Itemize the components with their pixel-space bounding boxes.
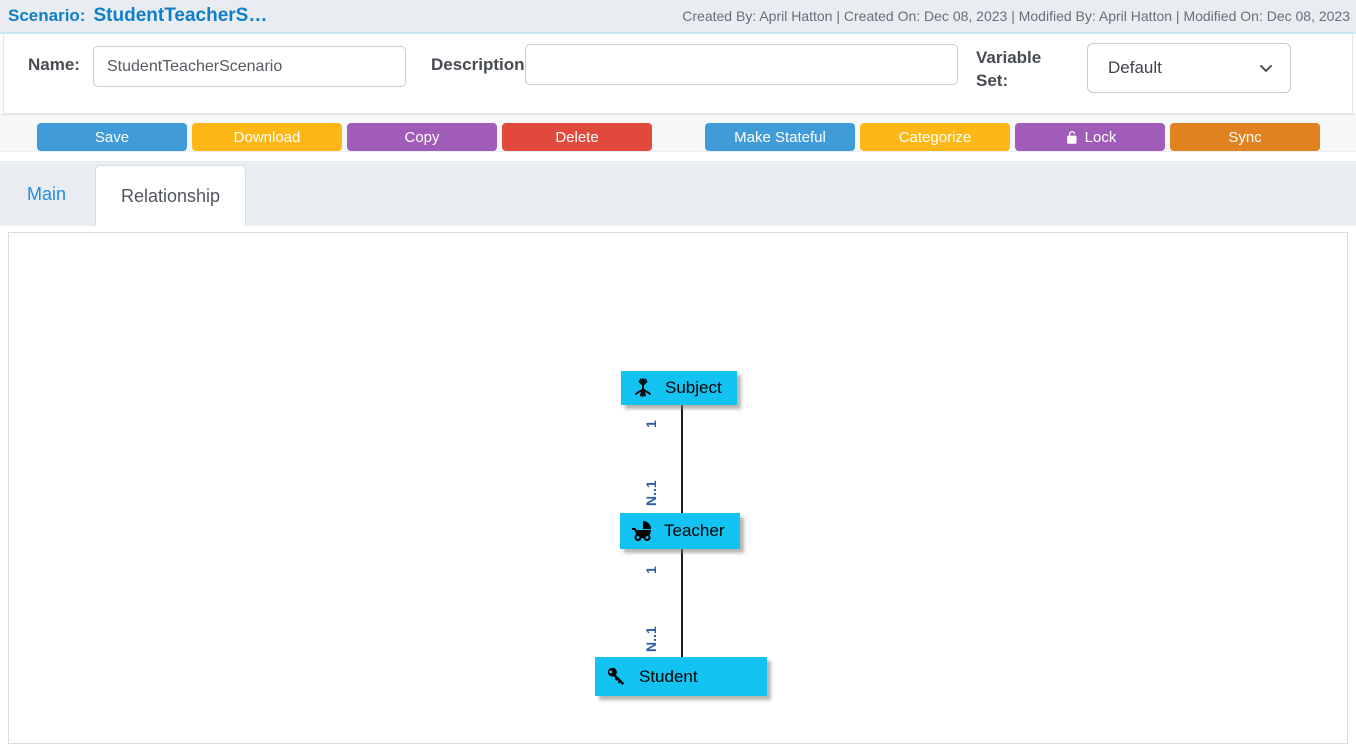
copy-button[interactable]: Copy bbox=[347, 123, 497, 151]
categorize-button[interactable]: Categorize bbox=[860, 123, 1010, 151]
tree-roots-icon bbox=[631, 376, 655, 400]
sync-button[interactable]: Sync bbox=[1170, 123, 1320, 151]
download-button[interactable]: Download bbox=[192, 123, 342, 151]
name-input[interactable] bbox=[93, 46, 406, 87]
node-subject[interactable]: Subject bbox=[621, 371, 737, 405]
download-button-label: Download bbox=[233, 128, 301, 146]
tab-relationship[interactable]: Relationship bbox=[95, 165, 246, 226]
node-label: Teacher bbox=[664, 521, 725, 540]
delete-button[interactable]: Delete bbox=[502, 123, 652, 151]
scenario-form: Name: Description: Variable Set: Default bbox=[3, 34, 1353, 114]
edge-subject-teacher bbox=[681, 404, 683, 514]
variable-set-value: Default bbox=[1108, 58, 1162, 77]
delete-button-label: Delete bbox=[555, 128, 599, 146]
unlock-icon bbox=[1064, 130, 1079, 145]
action-toolbar: Save Download Copy Delete Make Stateful … bbox=[0, 114, 1356, 152]
node-teacher[interactable]: Teacher bbox=[620, 513, 740, 549]
scenario-label: Scenario: bbox=[8, 6, 86, 25]
tab-main[interactable]: Main bbox=[27, 184, 67, 204]
sync-button-label: Sync bbox=[1228, 128, 1262, 146]
scenario-name: StudentTeacherS… bbox=[93, 5, 268, 26]
node-student[interactable]: Student bbox=[595, 657, 767, 696]
edge-cardinality-label: 1 bbox=[643, 420, 659, 428]
categorize-button-label: Categorize bbox=[898, 128, 972, 146]
edge-cardinality-label: N..1 bbox=[643, 480, 659, 506]
lock-button[interactable]: Lock bbox=[1015, 123, 1165, 151]
edge-teacher-student bbox=[681, 548, 683, 658]
tab-bar: Main Relationship bbox=[0, 161, 1356, 226]
stroller-icon bbox=[630, 519, 654, 543]
description-input[interactable] bbox=[525, 44, 958, 85]
spacer bbox=[0, 152, 1356, 161]
save-button-label: Save bbox=[94, 128, 130, 146]
tab-relationship-label: Relationship bbox=[120, 185, 221, 206]
copy-button-label: Copy bbox=[404, 128, 440, 146]
make-stateful-button[interactable]: Make Stateful bbox=[705, 123, 855, 151]
variable-set-select[interactable]: Default bbox=[1087, 43, 1291, 93]
name-label: Name: bbox=[28, 55, 80, 74]
save-button[interactable]: Save bbox=[37, 123, 187, 151]
edge-cardinality-label: 1 bbox=[643, 566, 659, 574]
relationship-canvas[interactable]: 1 N..1 1 N..1 Subject Teacher Student bbox=[8, 232, 1348, 744]
header: Scenario: StudentTeacherS… Created By: A… bbox=[0, 0, 1356, 34]
lock-button-label: Lock bbox=[1084, 128, 1117, 146]
chevron-down-icon bbox=[1256, 58, 1276, 78]
scenario-title: Scenario: StudentTeacherS… bbox=[8, 5, 267, 27]
key-icon bbox=[605, 665, 629, 689]
node-label: Subject bbox=[665, 378, 722, 397]
edge-cardinality-label: N..1 bbox=[643, 626, 659, 652]
variable-set-label: Variable Set: bbox=[976, 48, 1042, 90]
audit-metadata: Created By: April Hatton | Created On: D… bbox=[682, 8, 1350, 24]
description-label: Description: bbox=[431, 55, 531, 74]
node-label: Student bbox=[639, 666, 698, 686]
make-stateful-button-label: Make Stateful bbox=[734, 128, 826, 146]
